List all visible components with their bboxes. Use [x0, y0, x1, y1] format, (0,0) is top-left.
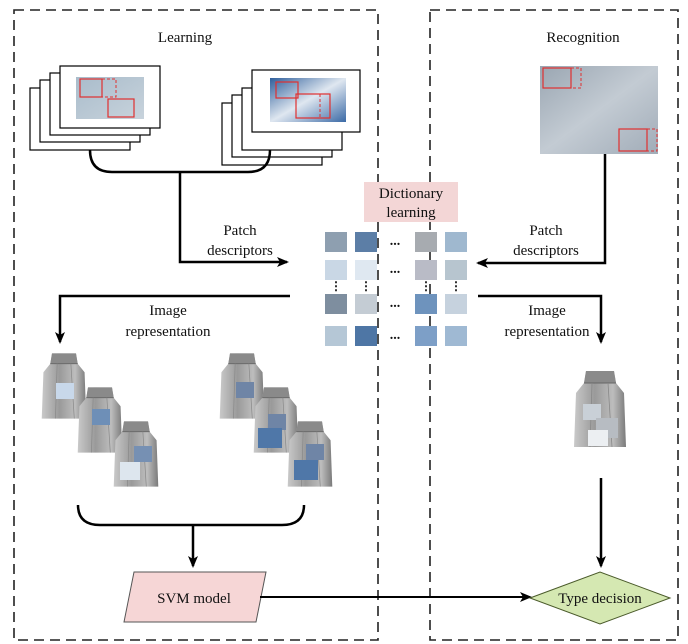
image-representation-arrow-left	[55, 294, 290, 344]
dictionary-ellipsis-4: ...	[390, 328, 401, 343]
bag-of-words-group-1	[41, 352, 159, 488]
image-representation-label-right: Image	[528, 303, 566, 319]
dictionary-vertical-ellipsis-2: ⋮	[360, 279, 372, 293]
patch-descriptors-label-left: Patch	[223, 223, 257, 239]
svm-model-box	[123, 571, 267, 623]
svm-model-label: SVM model	[157, 591, 231, 607]
image-representation-arrow-right	[478, 294, 606, 344]
dictionary-vertical-ellipsis-3: ⋮	[420, 279, 432, 293]
dictionary-ellipsis-2: ...	[390, 262, 401, 277]
training-image-stack-1	[29, 65, 161, 151]
image-representation-label-left-2: representation	[126, 324, 211, 340]
recognition-panel-frame	[429, 9, 679, 641]
test-bag-of-words	[573, 370, 627, 448]
dictionary-ellipsis-1: ...	[390, 234, 401, 249]
patch-descriptors-label-left-2: descriptors	[207, 243, 273, 259]
patch-descriptors-label-right-2: descriptors	[513, 243, 579, 259]
type-decision-diamond	[528, 571, 672, 625]
patch-descriptors-arrow-right	[476, 154, 607, 268]
patch-descriptors-label-right: Patch	[529, 223, 563, 239]
training-image-stack-2	[221, 69, 361, 166]
dictionary-vertical-ellipsis-4: ⋮	[450, 279, 462, 293]
test-image	[540, 66, 658, 154]
learning-panel-frame	[13, 9, 379, 641]
dictionary-patch-grid	[325, 232, 467, 346]
bag-of-words-group-2	[219, 352, 333, 488]
dictionary-ellipsis-3: ...	[390, 296, 401, 311]
bags-brace	[76, 504, 306, 527]
image-representation-label-left: Image	[149, 303, 187, 319]
recognition-title: Recognition	[546, 30, 620, 46]
image-representation-label-right-2: representation	[505, 324, 590, 340]
dictionary-learning-box	[364, 182, 458, 222]
dictionary-learning-label-2: learning	[386, 205, 436, 221]
learning-title: Learning	[158, 30, 213, 46]
type-decision-label: Type decision	[558, 591, 642, 607]
dictionary-learning-label: Dictionary	[379, 186, 444, 202]
dictionary-vertical-ellipsis-1: ⋮	[330, 279, 342, 293]
patch-descriptors-arrow-left	[178, 172, 289, 267]
